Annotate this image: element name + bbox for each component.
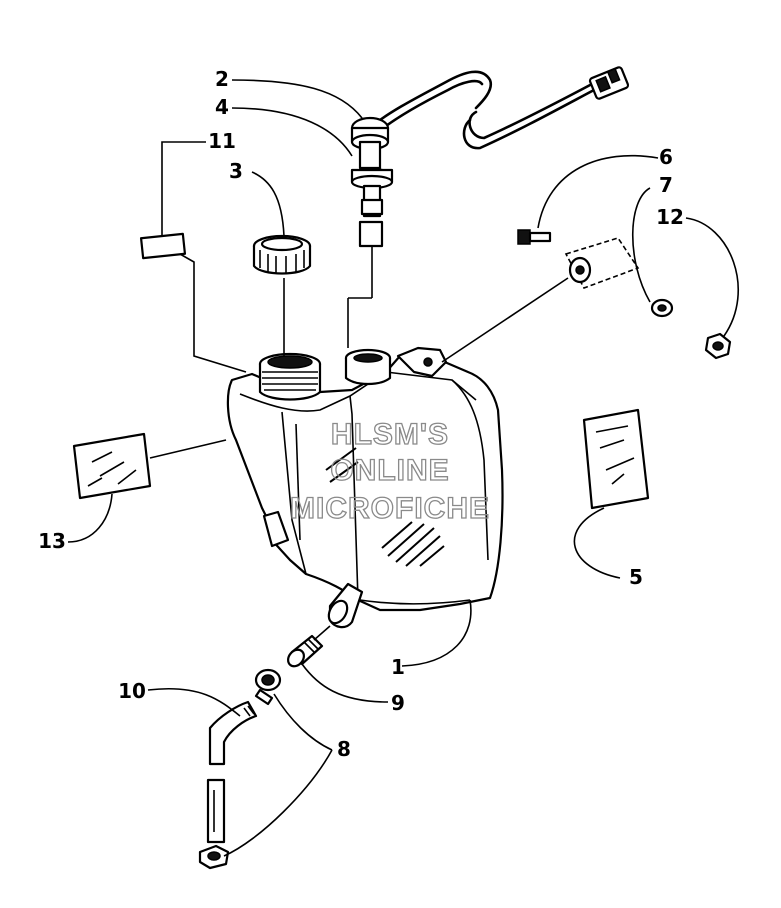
callout-4: 4 xyxy=(215,95,229,119)
filler-cap xyxy=(252,234,312,356)
leader-lines xyxy=(67,79,739,857)
callout-12: 12 xyxy=(656,205,684,229)
hose-clamp-lower xyxy=(198,844,230,870)
callout-13: 13 xyxy=(38,529,66,553)
mount-bracket-top xyxy=(396,346,448,378)
watermark-line-3: MICROFICHE xyxy=(290,492,490,525)
level-sender-assembly xyxy=(347,66,630,348)
hose-clamp-upper xyxy=(254,668,282,706)
callout-numbers: 2 4 11 3 6 7 12 13 5 1 9 10 8 xyxy=(38,67,684,761)
callout-7: 7 xyxy=(659,173,673,197)
decal-11 xyxy=(139,232,247,373)
callout-10: 10 xyxy=(118,679,146,703)
callout-5: 5 xyxy=(629,565,643,589)
mount-hardware xyxy=(441,229,732,363)
outlet-fitting xyxy=(287,625,331,668)
bolt-head xyxy=(517,229,531,245)
callout-3: 3 xyxy=(229,159,243,183)
mount-tab-left xyxy=(262,510,290,548)
decal-13 xyxy=(72,432,227,500)
sender-float xyxy=(358,220,384,248)
watermark-line-2: ONLINE xyxy=(330,454,449,487)
hose-10 xyxy=(206,700,258,844)
callout-1: 1 xyxy=(391,655,405,679)
watermark: HLSM'S ONLINE MICROFICHE xyxy=(289,417,490,525)
watermark-line-1: HLSM'S xyxy=(331,418,449,451)
sender-wire xyxy=(370,70,493,128)
bolt-shank xyxy=(528,231,552,243)
callout-8: 8 xyxy=(337,737,351,761)
callout-9: 9 xyxy=(391,691,405,715)
hose-section xyxy=(206,778,226,844)
callout-2: 2 xyxy=(215,67,229,91)
tank-body xyxy=(226,350,504,612)
oil-tank xyxy=(226,346,504,629)
callout-11: 11 xyxy=(208,129,236,153)
callout-6: 6 xyxy=(659,145,673,169)
decal-5 xyxy=(582,408,650,510)
